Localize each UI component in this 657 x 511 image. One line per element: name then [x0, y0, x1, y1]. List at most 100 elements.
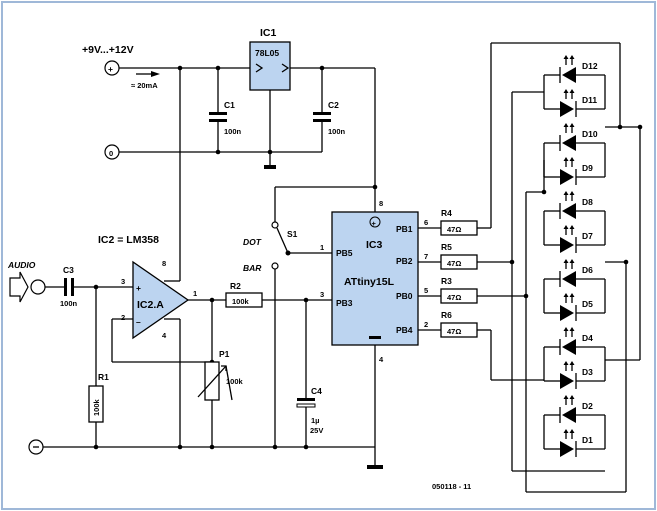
led-d8: D8	[544, 191, 605, 219]
ic3-pin6: 6	[424, 218, 428, 227]
led-label: D5	[582, 299, 593, 309]
led-label: D3	[582, 367, 593, 377]
led-matrix-wiring	[477, 42, 643, 493]
r1-value: 100k	[92, 398, 101, 416]
r5-name: R5	[441, 242, 452, 252]
p1-name: P1	[219, 349, 230, 359]
led-label: D12	[582, 61, 598, 71]
led-label: D1	[582, 435, 593, 445]
ic3-pin1: 1	[320, 243, 324, 252]
supply-voltage-label: +9V...+12V	[82, 44, 134, 56]
led-label: D8	[582, 197, 593, 207]
ic1-name: IC1	[260, 27, 277, 39]
c4-value2: 25V	[310, 426, 323, 435]
ic3-pin2: 2	[424, 320, 428, 329]
c3-value: 100n	[60, 299, 78, 308]
r2-value: 100k	[232, 297, 250, 306]
ic2a-name: IC2.A	[137, 299, 164, 311]
ground-symbol	[264, 165, 276, 169]
ic2a-opamp	[132, 260, 190, 340]
switch-dot-label: DOT	[243, 237, 262, 247]
r5-value: 47Ω	[447, 259, 461, 268]
ic2a-pin8: 8	[162, 259, 166, 268]
ic3-pin8: 8	[379, 199, 383, 208]
ic2a-minus: –	[136, 317, 141, 327]
led-d4: D4	[544, 327, 605, 355]
ic3-pin3: 3	[320, 290, 324, 299]
ic2a-plus: +	[136, 283, 141, 293]
led-d11: D11	[544, 89, 605, 117]
audio-input-arrow-icon	[9, 271, 29, 303]
switch-bar-contact	[271, 262, 279, 270]
r3-name: R3	[441, 276, 452, 286]
c1-value: 100n	[224, 127, 242, 136]
drawing-code: 050118 - 11	[432, 482, 471, 491]
r4-value: 47Ω	[447, 225, 461, 234]
switch-lever	[276, 227, 289, 254]
ic3-part: ATtiny15L	[344, 276, 395, 288]
ic3-pb4: PB4	[396, 325, 413, 335]
audio-label: AUDIO	[7, 260, 36, 270]
ic2a-pin2: 2	[121, 313, 125, 322]
ic2a-pin4: 4	[162, 331, 167, 340]
ic2-caption: IC2 = LM358	[98, 234, 159, 246]
ic3-pb3: PB3	[336, 298, 353, 308]
c2-value: 100n	[328, 127, 346, 136]
r1-name: R1	[98, 372, 109, 382]
ic3-plus-icon	[369, 216, 381, 228]
p1-value: 100k	[226, 377, 244, 386]
ic3-pb5: PB5	[336, 248, 353, 258]
ic3-pb1: PB1	[396, 224, 413, 234]
led-d6: D6	[544, 259, 605, 287]
led-d7: D7	[544, 225, 605, 253]
ic1-regulator	[249, 41, 291, 91]
r3-value: 47Ω	[447, 293, 461, 302]
r6-name: R6	[441, 310, 452, 320]
led-d5: D5	[544, 293, 605, 321]
r4-name: R4	[441, 208, 452, 218]
led-label: D7	[582, 231, 593, 241]
ic2a-pin3: 3	[121, 277, 125, 286]
led-label: D2	[582, 401, 593, 411]
led-label: D10	[582, 129, 598, 139]
ic3-pb0: PB0	[396, 291, 413, 301]
ic3-pin7: 7	[424, 252, 428, 261]
led-label: D6	[582, 265, 593, 275]
ic3-pin5: 5	[424, 286, 428, 295]
led-d10: D10	[544, 123, 605, 151]
c4-value1: 1µ	[311, 416, 320, 425]
led-d2: D2	[544, 395, 605, 423]
ground-zero-label: 0	[109, 149, 113, 158]
ic1-part: 78L05	[255, 48, 279, 58]
led-d9: D9	[544, 157, 605, 185]
led-d1: D1	[544, 429, 605, 457]
led-label: D4	[582, 333, 593, 343]
led-d12: D12	[544, 55, 605, 83]
ic3-pin4: 4	[379, 355, 384, 364]
c1-name: C1	[224, 100, 235, 110]
output-resistors: 6 7 5 2 R4 R5 R3 R6 47Ω 47Ω 47Ω 47Ω	[418, 208, 478, 338]
ic3-plus-sign: +	[372, 219, 377, 228]
ic2a-pin1: 1	[193, 289, 197, 298]
led-label: D9	[582, 163, 593, 173]
led-label: D11	[582, 95, 597, 105]
ic3-name: IC3	[366, 239, 383, 251]
c2-name: C2	[328, 100, 339, 110]
led-d3: D3	[544, 361, 605, 389]
ic3-pb2: PB2	[396, 256, 413, 266]
r2-name: R2	[230, 281, 241, 291]
supply-current-label: ≈ 20mA	[131, 81, 158, 90]
c4-name: C4	[311, 386, 322, 396]
switch-dot-contact	[271, 221, 279, 229]
ic3-microcontroller	[331, 211, 419, 346]
r6-value: 47Ω	[447, 327, 461, 336]
switch-name: S1	[287, 229, 298, 239]
audio-input-terminal	[30, 279, 46, 295]
current-arrow-icon	[151, 71, 160, 77]
supply-plus-sign: +	[108, 64, 113, 74]
switch-bar-label: BAR	[243, 263, 262, 273]
c3-name: C3	[63, 265, 74, 275]
